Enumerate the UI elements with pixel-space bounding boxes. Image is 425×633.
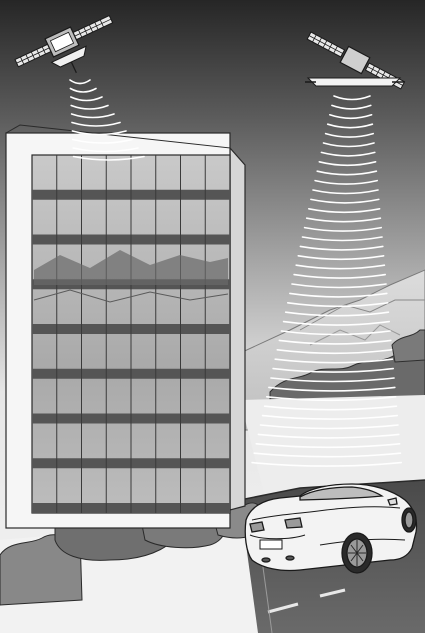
- satellite-right-dish: [305, 78, 404, 86]
- office-building: [6, 125, 245, 528]
